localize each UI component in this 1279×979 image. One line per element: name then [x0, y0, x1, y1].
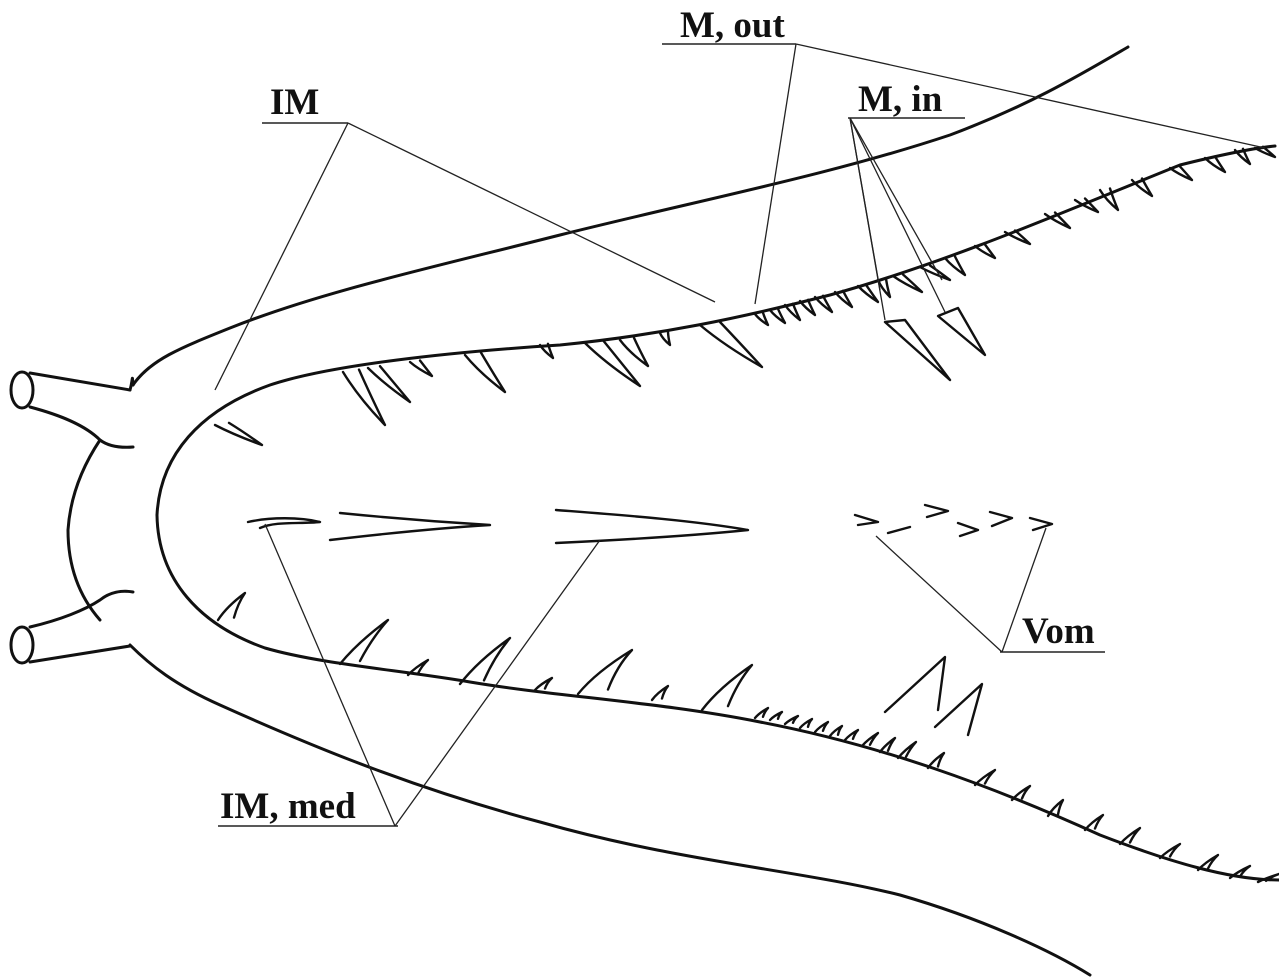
label-im-med: IM, med [220, 786, 356, 827]
marginal-tooth [1045, 213, 1070, 229]
vomer-tooth [1030, 518, 1052, 530]
label-im: IM [270, 82, 319, 123]
vomer-tooth [990, 512, 1012, 526]
marginal-tooth [755, 708, 768, 718]
medial-tooth [330, 513, 490, 540]
marginal-tooth [660, 332, 670, 345]
marginal-tooth [858, 285, 878, 302]
upper-tube-join [130, 378, 133, 390]
marginal-tooth [830, 726, 842, 736]
marginal-tooth [535, 678, 552, 690]
marginal-tooth [815, 296, 832, 312]
inner-tooth [938, 308, 985, 355]
marginal-tooth [465, 353, 505, 392]
marginal-tooth [898, 742, 916, 758]
medial-tooth [556, 510, 748, 543]
jaw-outline [11, 47, 1279, 975]
vomer-tooth [958, 523, 978, 536]
marginal-tooth [215, 423, 262, 445]
marginal-tooth [652, 686, 668, 700]
marginal-tooth [893, 275, 922, 293]
marginal-tooth [755, 313, 768, 325]
marginal-tooth [770, 712, 782, 720]
vomerine-teeth [855, 505, 1052, 536]
upper-tube-end [11, 372, 33, 408]
marginal-tooth [815, 722, 828, 732]
marginal-tooth [1198, 855, 1218, 870]
leader-vom-1 [876, 536, 1002, 652]
marginal-tooth [368, 366, 410, 402]
marginal-tooth [620, 338, 648, 366]
lower-tube-bottom [30, 646, 130, 662]
marginal-tooth [1012, 786, 1030, 800]
marginal-tooth [835, 291, 852, 307]
label-m-out: M, out [680, 5, 786, 46]
lower-tube-top [30, 591, 133, 627]
jaw-base-rear-edge [68, 440, 100, 620]
marginal-tooth [700, 322, 762, 367]
leader-im-med-2 [395, 540, 600, 826]
marginal-tooth [408, 660, 428, 675]
lower-tube-end [11, 627, 33, 663]
marginal-tooth [975, 770, 995, 785]
marginal-tooth [785, 716, 798, 724]
leader-im-med-1 [265, 524, 395, 826]
marginal-tooth [578, 650, 632, 694]
marginal-tooth [218, 593, 245, 620]
marginal-tooth [702, 665, 752, 710]
marginal-tooth [945, 257, 965, 276]
marginal-tooth [1048, 800, 1063, 816]
marginal-tooth [785, 304, 800, 320]
marginal-tooth [1085, 815, 1103, 830]
marginal-tooth [845, 730, 858, 740]
marginal-tooth [410, 361, 432, 377]
marginal-tooth [770, 309, 785, 323]
vomer-tooth [888, 527, 910, 533]
inner-tooth [935, 684, 982, 735]
inner-tooth [885, 320, 950, 380]
leader-m-in-2 [850, 118, 945, 312]
vomer-tooth [925, 505, 948, 517]
leader-m-out-1 [755, 44, 796, 304]
marginal-tooth [880, 738, 895, 752]
marginal-tooth [1230, 866, 1250, 878]
marginal-tooth [928, 753, 944, 768]
marginal-tooth [1255, 147, 1275, 157]
medial-intermaxillary-teeth [248, 510, 748, 543]
marginal-tooth [800, 719, 812, 728]
marginal-tooth [585, 340, 640, 386]
vomer-tooth [855, 515, 878, 525]
leader-lines [215, 44, 1265, 826]
marginal-tooth [862, 733, 878, 746]
lower-teeth-row [218, 593, 1279, 882]
label-m-in: M, in [858, 79, 943, 120]
marginal-tooth [1120, 828, 1140, 844]
label-vom: Vom [1022, 611, 1095, 652]
inner-maxillary-teeth-upper [885, 308, 985, 380]
marginal-tooth [1160, 844, 1180, 858]
marginal-tooth [340, 620, 388, 664]
leader-im-1 [215, 123, 348, 390]
medial-tooth [248, 518, 320, 528]
upper-tube-bottom [30, 407, 133, 447]
upper-tube-top [30, 373, 130, 390]
inner-tooth [885, 657, 945, 712]
inner-teeth-lower [885, 657, 982, 735]
